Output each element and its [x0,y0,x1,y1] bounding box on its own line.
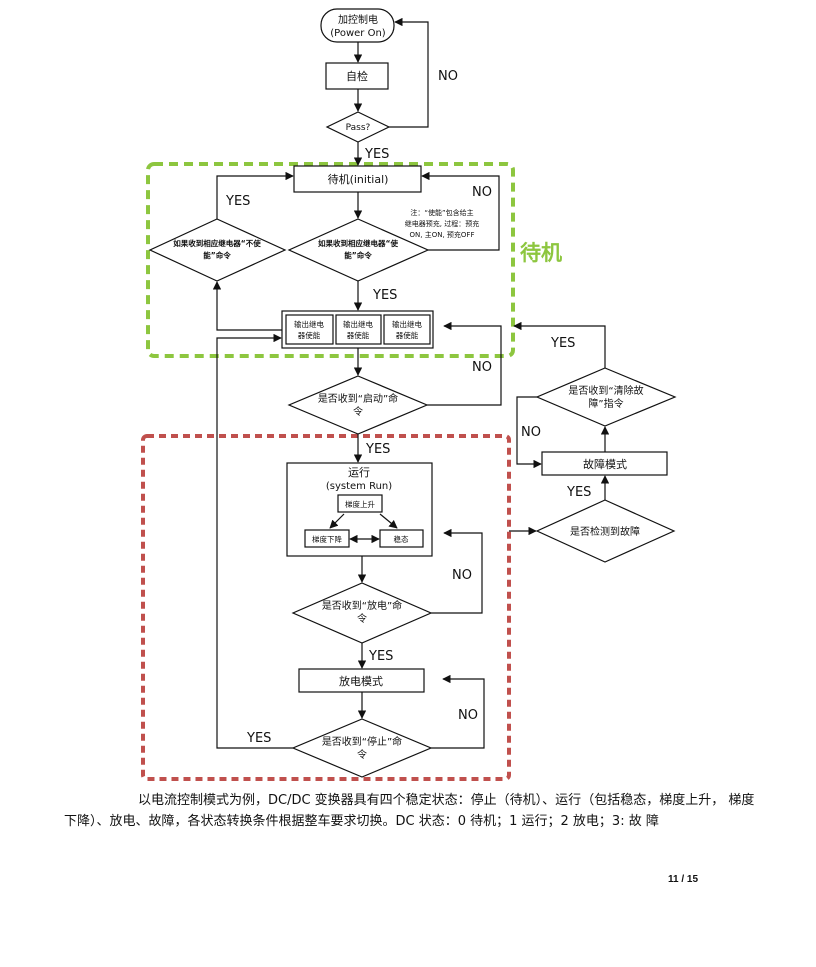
relay-enable-label: 输出继电 [392,319,422,329]
connector-no-stop [431,674,485,749]
discharge-decision [291,582,433,644]
relay-enable-label: 器使能 [298,330,321,340]
disable-relay-decision [148,218,287,282]
connector-no-pass [389,17,429,128]
no-label: NO [521,425,541,440]
relay-enable-cell [285,314,334,345]
run-internal-arrow [379,513,398,529]
fault-detect-label: 是否检测到故障 [570,525,640,538]
relay-enable-label: 器使能 [396,330,419,340]
relay-enable-cell [383,314,431,345]
self-test-box [325,62,389,90]
clear-fault-decision [535,367,677,427]
connector-no-clear [516,396,542,469]
enable-decision-label: 如果收到相应继电器“使 [318,238,398,248]
ramp-up-box [337,494,383,513]
stop-decision-label: 令 [357,748,367,761]
standby-region-label: 待机 [520,241,562,265]
enable-relay-decision [287,218,430,282]
start-decision-label: 是否收到“启动”命 [318,392,398,405]
discharge-decision-label: 是否收到“放电”命 [322,599,402,612]
run-box-subtitle: (system Run) [326,481,392,492]
steady-box [379,529,424,548]
no-label: NO [458,708,478,723]
no-label: NO [438,69,458,84]
connector-yes-disable [216,171,294,219]
note-text: 继电器预充, 过程：预充 [405,219,479,228]
ramp-down-label: 梯度下降 [312,534,342,544]
ramp-up-label: 梯度上升 [345,499,375,509]
yes-label: YES [364,147,389,162]
note-text: ON, 主ON, 预充OFF [410,230,475,239]
stop-decision [291,718,433,778]
yes-label: YES [225,194,250,209]
standby-box-label: 待机(initial) [328,172,389,186]
relay-enable-label: 输出继电 [343,319,373,329]
yes-label: YES [550,336,575,351]
no-label: NO [472,185,492,200]
disable-decision-label: 如果收到相应继电器“不使 [173,238,261,248]
stop-decision-label: 是否收到“停止”命 [322,735,402,748]
yes-label: YES [566,485,591,500]
standby-region-border [146,162,515,358]
no-label: NO [472,360,492,375]
yes-label: YES [246,731,271,746]
fault-detect-decision [535,499,676,563]
power-on-label: 加控制电 [338,13,378,26]
pass-decision-label: Pass? [346,123,371,133]
connector-no-discharge [431,528,483,614]
fault-mode-label: 故障模式 [583,457,627,471]
connector-no-start [427,321,502,406]
start-decision [287,375,429,435]
discharge-mode-label: 放电模式 [339,674,383,688]
run-region-border [141,434,511,781]
no-label: NO [452,568,472,583]
run-box [286,462,433,557]
page-number: 11 / 15 [668,874,699,885]
run-box-title: 运行 [348,466,370,479]
relay-enable-label: 器使能 [347,330,370,340]
enable-decision-label: 能”命令 [344,250,372,260]
paragraph-text: 以电流控制模式为例，DC/DC 变换器具有四个稳定状态：停止（待机）、运行（包括… [64,793,755,829]
connector-no-enable [421,171,500,251]
steady-label: 稳态 [394,534,409,544]
connector-yes-clear [513,321,606,368]
clear-fault-label: 是否收到“清除故 [568,384,643,397]
start-decision-label: 令 [353,405,363,418]
body-paragraph: 以电流控制模式为例，DC/DC 变换器具有四个稳定状态：停止（待机）、运行（包括… [64,790,764,832]
discharge-decision-label: 令 [357,612,367,625]
clear-fault-label: 障”指令 [588,397,623,410]
relay-enable-label: 输出继电 [294,319,324,329]
disable-decision-label: 能”命令 [203,250,231,260]
relay-enable-cell [335,314,382,345]
note-text: 注：“使能”包含给主 [410,208,473,217]
self-test-label: 自检 [346,69,368,83]
ramp-down-box [304,529,350,548]
yes-label: YES [365,442,390,457]
run-internal-arrow [329,513,345,529]
connector-yes-stop [216,333,293,749]
power-on-sublabel: (Power On) [330,28,386,39]
yes-label: YES [368,649,393,664]
relay-enable-group [281,310,434,349]
connector-disable-loop [212,281,282,331]
yes-label: YES [372,288,397,303]
